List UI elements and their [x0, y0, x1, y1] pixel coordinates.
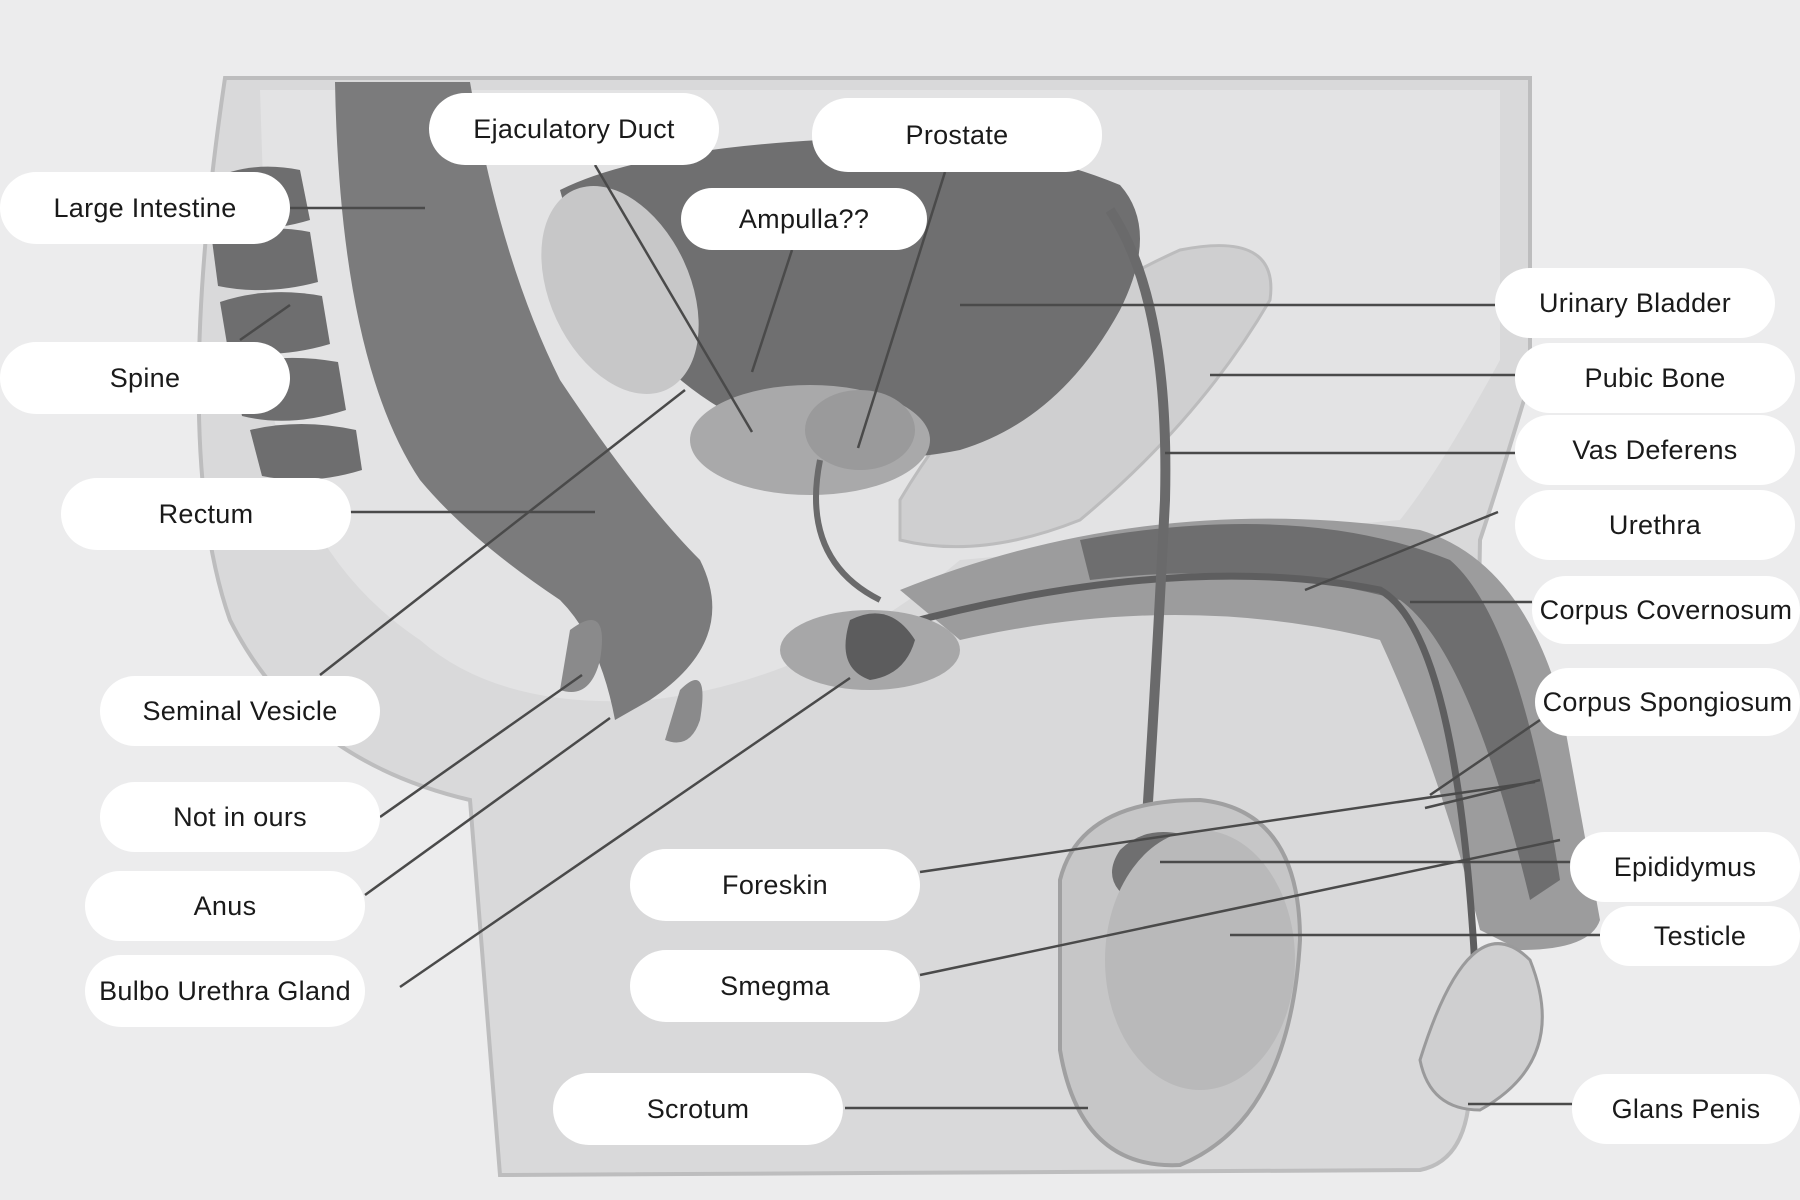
label-glans-penis: Glans Penis: [1572, 1074, 1800, 1144]
label-bulbo-urethra-gland: Bulbo Urethra Gland: [85, 955, 365, 1027]
label-pubic-bone: Pubic Bone: [1515, 343, 1795, 413]
urethra-path: [899, 572, 1484, 1101]
large-intestine-rectum: [335, 82, 713, 720]
label-ampulla: Ampulla??: [681, 188, 927, 250]
anus-fold: [560, 620, 602, 692]
label-anus: Anus: [85, 871, 365, 941]
label-urinary-bladder: Urinary Bladder: [1495, 268, 1775, 338]
seminal-vesicle-shape: [541, 186, 699, 394]
label-vas-deferens: Vas Deferens: [1515, 415, 1795, 485]
leader-lines: [239, 164, 1600, 1110]
label-foreskin: Foreskin: [630, 849, 920, 921]
label-scrotum: Scrotum: [553, 1073, 843, 1145]
testicle-shape: [1105, 830, 1295, 1090]
penis-shaft: [900, 518, 1600, 950]
label-testicle: Testicle: [1600, 906, 1800, 966]
bulbo-urethral-gland-shape: [845, 613, 915, 680]
label-prostate: Prostate: [812, 98, 1102, 172]
spine-vertebrae: [210, 166, 362, 480]
label-urethra: Urethra: [1515, 490, 1795, 560]
label-ejaculatory-duct: Ejaculatory Duct: [429, 93, 719, 165]
label-seminal-vesicle: Seminal Vesicle: [100, 676, 380, 746]
corpus-covernosum-band: [1080, 524, 1560, 900]
glans: [1418, 942, 1544, 1112]
label-smegma: Smegma: [630, 950, 920, 1022]
label-spine: Spine: [0, 342, 290, 414]
label-epididymus: Epididymus: [1570, 832, 1800, 902]
label-rectum: Rectum: [61, 478, 351, 550]
label-large-intestine: Large Intestine: [0, 172, 290, 244]
label-corpus-spongiosum: Corpus Spongiosum: [1535, 668, 1800, 736]
label-corpus-covernosum: Corpus Covernosum: [1532, 576, 1800, 644]
label-not-in-ours: Not in ours: [100, 782, 380, 852]
